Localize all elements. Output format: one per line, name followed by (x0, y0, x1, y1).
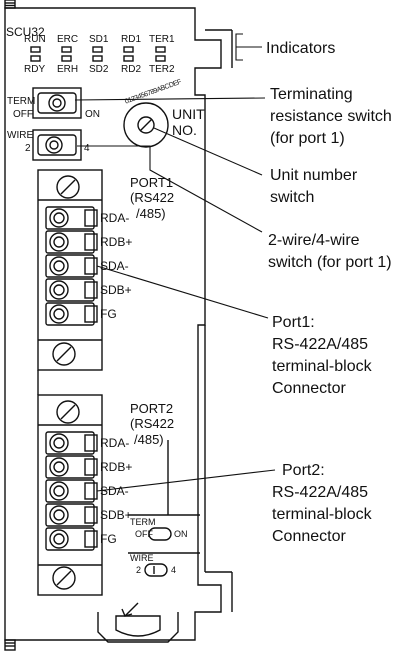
leader-port1 (96, 265, 269, 319)
callout-port1-line3: terminal-block (272, 358, 372, 375)
led-rd2 (123, 55, 134, 62)
unit-no-line2: NO. (172, 122, 197, 138)
indicator-label-run: RUN (24, 34, 46, 45)
callout-wire-line1: 2-wire/4-wire (268, 232, 360, 249)
led-erh (61, 55, 72, 62)
callout-port2-line1: Port2: (282, 462, 325, 479)
callout-port2-line2: RS-422A/485 (272, 484, 369, 501)
callout-terminating-line1: Terminating (270, 86, 353, 103)
callout-port2-line3: terminal-block (272, 506, 372, 523)
indicator-label-erc: ERC (57, 34, 79, 45)
unit-no-dial (123, 102, 169, 148)
callout-unit-number-line2: switch (270, 189, 315, 206)
callout-unit-number-line1: Unit number (270, 167, 358, 184)
port2-screw-bottom (52, 566, 76, 590)
bottom-stub (4, 639, 16, 651)
port1-screw-bottom (52, 342, 76, 366)
port2-wire-4: 4 (171, 565, 177, 575)
port1-block (37, 169, 103, 371)
port2-line3: /485) (134, 432, 164, 447)
indicator-label-rd1: RD1 (121, 34, 142, 45)
callout-terminating-line2: resistance switch (270, 108, 392, 125)
port2-term-off: OFF (135, 529, 153, 539)
model-label: SCU32 (6, 25, 45, 39)
port1-terminal-sda: SDA- (100, 259, 129, 273)
port2-terminals (45, 431, 98, 551)
indicator-label-rdy: RDY (24, 64, 46, 75)
wire-label: WIRE (7, 130, 34, 141)
port1-terminal-fg: FG (100, 307, 117, 321)
port2-terminal-rda: RDA- (100, 436, 130, 450)
callout-port1-line4: Connector (272, 380, 346, 397)
top-stub (4, 0, 16, 9)
callout-port2-line4: Connector (272, 528, 346, 545)
port2-term-label: TERM (130, 517, 156, 527)
port2-screw-top (56, 400, 80, 424)
indicator-label-sd2: SD2 (89, 64, 109, 75)
wire-switch-frame (32, 129, 82, 161)
port1-screw-top (56, 175, 80, 199)
led-erc (61, 46, 72, 53)
leader-wire (77, 145, 263, 233)
callout-terminating-line3: (for port 1) (270, 130, 345, 147)
port2-terminal-sdb: SDB+ (100, 508, 132, 522)
indicator-label-ter1: TER1 (149, 34, 175, 45)
port1-terminal-rdb: RDB+ (100, 235, 133, 249)
leader-terminating (74, 97, 266, 101)
leader-indicators (235, 33, 262, 61)
port2-wire-2: 2 (136, 565, 142, 575)
unit-no-line1: UNIT (172, 106, 205, 122)
led-sd1 (92, 46, 103, 53)
led-ter1 (155, 46, 166, 53)
term-off-label: OFF (13, 109, 33, 120)
port1-line3: /485) (136, 206, 166, 221)
leader-unit-number (153, 127, 263, 176)
led-rdy (30, 55, 41, 62)
port2-terminal-fg: FG (100, 532, 117, 546)
indicator-label-rd2: RD2 (121, 64, 142, 75)
port2-wire-label: WIRE (130, 553, 154, 563)
led-run (30, 46, 41, 53)
callout-indicators: Indicators (266, 40, 336, 57)
callout-port1-line1: Port1: (272, 314, 315, 331)
port2-terminal-sda: SDA- (100, 484, 129, 498)
indicator-label-erh: ERH (57, 64, 79, 75)
port2-term-on: ON (174, 529, 188, 539)
callout-wire-line2: switch (for port 1) (268, 254, 392, 271)
port1-terminal-rda: RDA- (100, 211, 130, 225)
port1-terminal-sdb: SDB+ (100, 283, 132, 297)
port2-block (37, 394, 103, 596)
port1-line2: (RS422 (130, 190, 175, 205)
leader-port2 (96, 469, 276, 492)
port2-terminal-rdb: RDB+ (100, 460, 133, 474)
led-rd1 (123, 46, 134, 53)
port1-line1: PORT1 (130, 175, 174, 190)
term-label: TERM (7, 96, 36, 107)
led-sd2 (92, 55, 103, 62)
wire-opt-4: 4 (84, 143, 90, 154)
callout-port1-line2: RS-422A/485 (272, 336, 369, 353)
port2-wire-switch (144, 563, 168, 577)
indicator-label-sd1: SD1 (89, 34, 109, 45)
indicator-label-ter2: TER2 (149, 64, 175, 75)
din-latch (97, 612, 179, 643)
led-ter2 (155, 55, 166, 62)
term-on-label: ON (85, 109, 100, 120)
port1-terminals (45, 206, 98, 326)
port2-line1: PORT2 (130, 401, 174, 416)
port2-line2: (RS422 (130, 416, 175, 431)
wire-opt-2: 2 (25, 143, 31, 154)
term-switch-frame (32, 87, 82, 119)
port2-term-switch (148, 527, 172, 541)
